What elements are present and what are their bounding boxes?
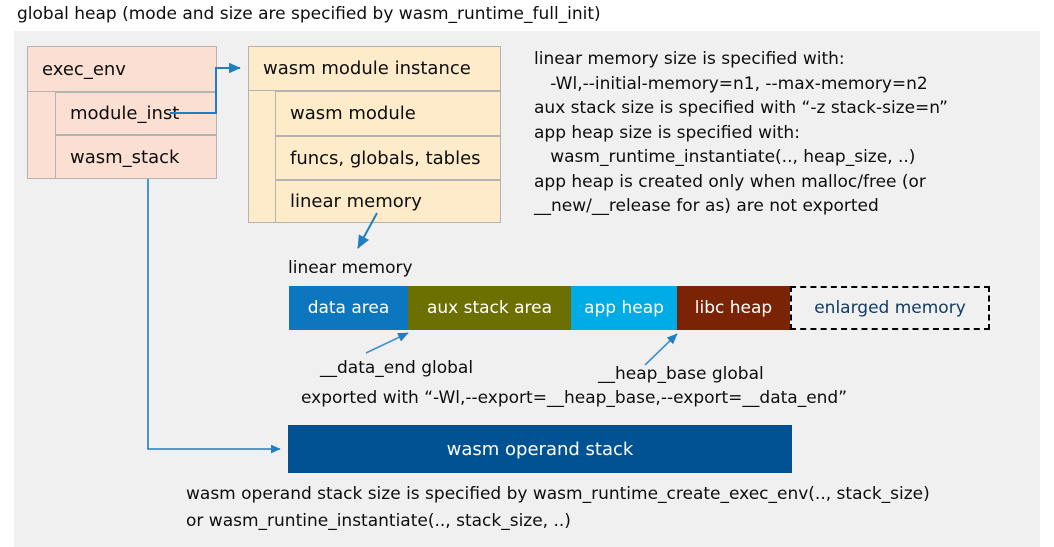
exported-with-annotation: exported with “-Wl,--export=__heap_base,… <box>301 388 848 408</box>
wasm-module-instance-field-linear-memory-label: linear memory <box>290 191 422 212</box>
operand-stack-notes: wasm operand stack size is specified by … <box>186 484 930 531</box>
exec-env-header-label: exec_env <box>42 58 126 80</box>
exec-env-field-module-inst: module_inst <box>55 92 217 135</box>
exec-env-field-wasm-stack: wasm_stack <box>55 135 217 179</box>
wasm-module-instance-header: wasm module instance <box>248 46 501 91</box>
wasm-operand-stack-label: wasm operand stack <box>446 438 634 460</box>
exec-env-field-module-inst-label: module_inst <box>70 103 180 124</box>
memory-segment-label: aux stack area <box>426 298 553 318</box>
wasm-module-instance-field-wasm-module-label: wasm module <box>290 103 416 124</box>
wasm-module-instance-field-funcs-globals-tables-label: funcs, globals, tables <box>290 147 481 169</box>
exec-env-field-wasm-stack-label: wasm_stack <box>70 146 180 168</box>
memory-segment-label: libc heap <box>694 298 773 318</box>
heap-base-global-annotation: __heap_base global <box>598 364 764 384</box>
memory-segment-label: data area <box>307 298 390 318</box>
memory-segment-app-heap: app heap <box>571 286 677 330</box>
memory-segment-label: enlarged memory <box>814 298 966 318</box>
memory-segment-aux-stack-area: aux stack area <box>408 286 571 330</box>
wasm-module-instance-field-funcs-globals-tables: funcs, globals, tables <box>275 136 501 180</box>
wasm-module-instance-field-linear-memory: linear memory <box>275 180 501 223</box>
linear-memory-bar-label: linear memory <box>288 258 413 278</box>
memory-segment-enlarged-memory: enlarged memory <box>790 286 990 330</box>
memory-segment-data-area: data area <box>289 286 408 330</box>
data-end-global-annotation: __data_end global <box>320 358 474 378</box>
wasm-module-instance-field-wasm-module: wasm module <box>275 91 501 136</box>
memory-segment-libc-heap: libc heap <box>677 286 790 330</box>
diagram-title: global heap (mode and size are specified… <box>17 4 601 24</box>
wasm-operand-stack-box: wasm operand stack <box>288 425 792 473</box>
linear-memory-bar: data area aux stack area app heap libc heap… <box>289 286 990 330</box>
wasm-module-instance-header-label: wasm module instance <box>263 58 471 79</box>
linear-memory-notes: linear memory size is specified with: -W… <box>534 49 948 216</box>
exec-env-header: exec_env <box>27 46 217 92</box>
memory-segment-label: app heap <box>584 298 664 318</box>
